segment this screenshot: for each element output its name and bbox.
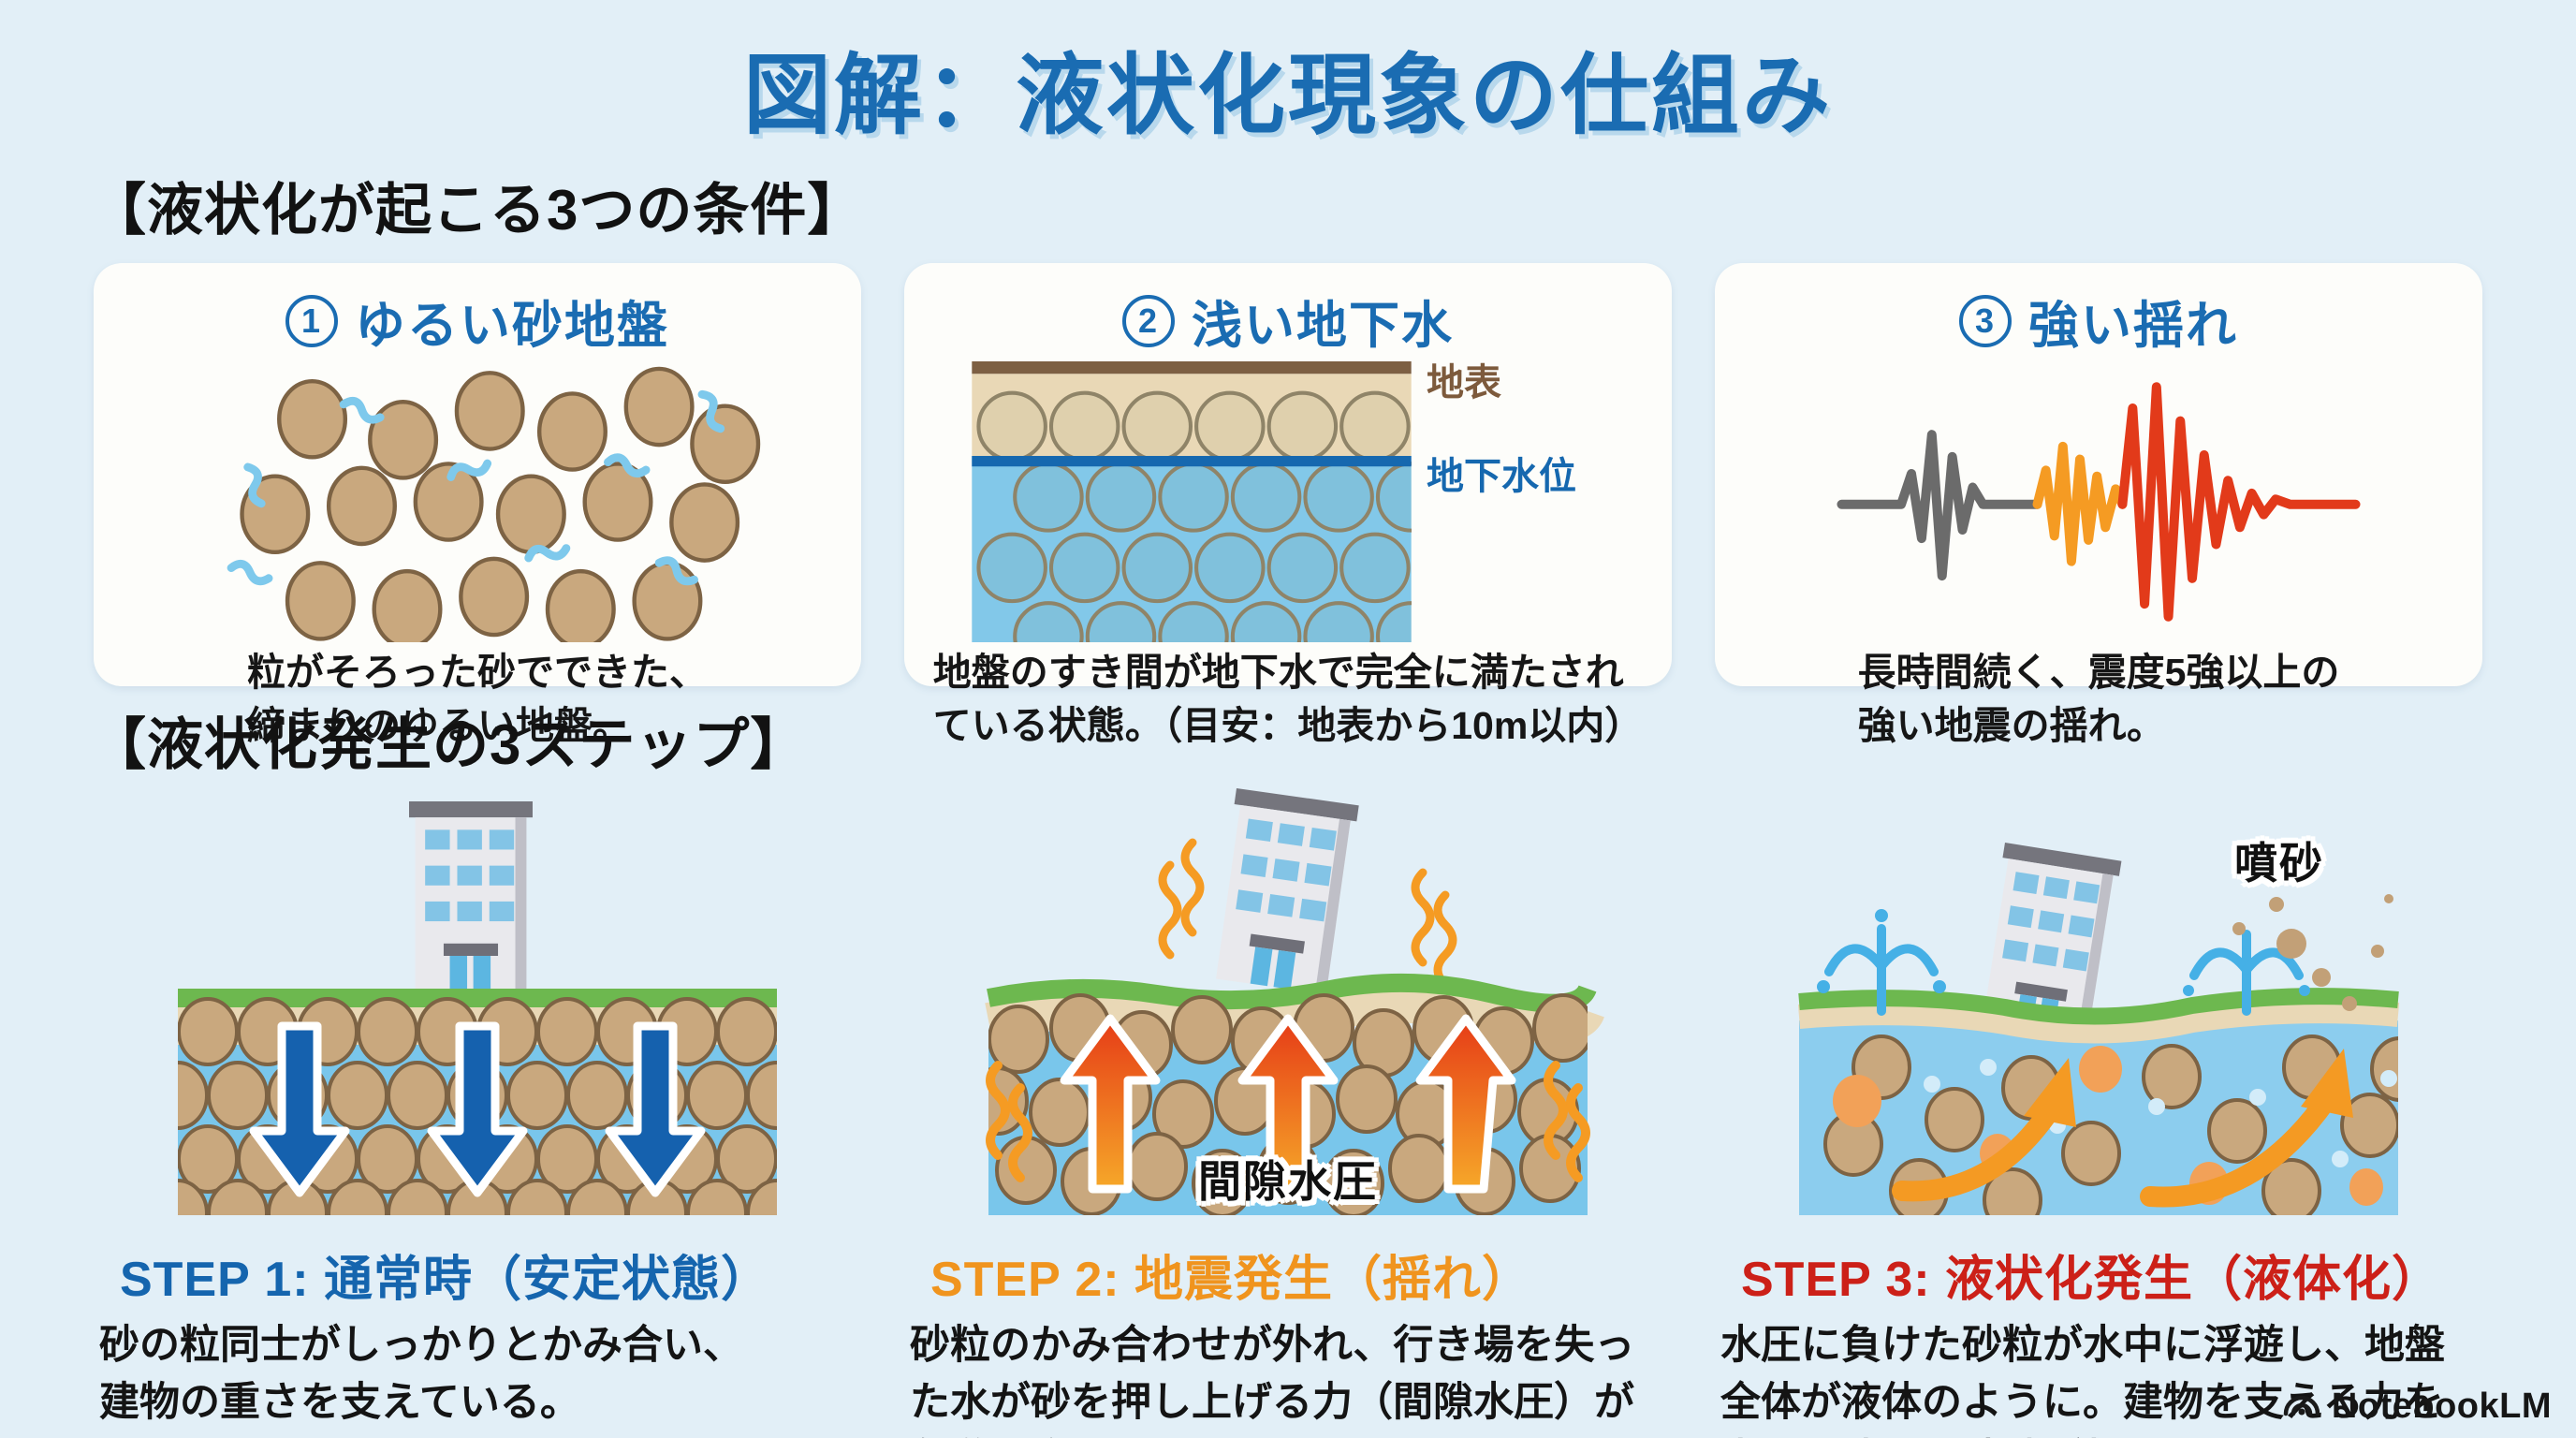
card-figure: 地表 地下水位 bbox=[932, 361, 1644, 642]
steps-row: STEP 1: 通常時（安定状態） 砂の粒同士がしっかりとかみ合い、 建物の重さ… bbox=[0, 781, 2576, 1438]
step-2-title: STEP 2: 地震発生（揺れ） bbox=[930, 1253, 1532, 1307]
tilted-building-icon bbox=[1209, 788, 1359, 995]
step-1-description: 砂の粒同士がしっかりとかみ合い、 建物の重さを支えている。 bbox=[99, 1323, 743, 1426]
steps-heading: 【液状化発生の3ステップ】 bbox=[90, 713, 808, 776]
conditions-cards-row: 1 ゆるい砂地盤 粒 bbox=[0, 246, 2576, 747]
card-heading: 2 浅い地下水 bbox=[1122, 284, 1454, 358]
step-1-title: STEP 1: 通常時（安定状態） bbox=[120, 1253, 771, 1307]
condition-card-shallow-groundwater: 2 浅い地下水 地表 地下水位 bbox=[904, 263, 1672, 747]
ejected-sand-icon bbox=[2232, 894, 2393, 1011]
pore-pressure-up-arrows-icon bbox=[1060, 1014, 1516, 1194]
conditions-heading: 【液状化が起こる3つの条件】 bbox=[90, 179, 865, 242]
groundwater-labels: 地表 地下水位 bbox=[1427, 361, 1604, 500]
swirl-arrow-heads-icon bbox=[2024, 1049, 2353, 1127]
card-number-badge: 2 bbox=[1122, 294, 1175, 347]
building-icon bbox=[409, 801, 533, 993]
card-number-badge: 3 bbox=[1959, 294, 2012, 347]
step-3-title: STEP 3: 液状化発生（液体化） bbox=[1741, 1253, 2442, 1307]
earthquake-shaking-illustration bbox=[985, 788, 1604, 1215]
card-description: 長時間続く、震度5強以上の 強い地震の揺れ。 bbox=[1857, 651, 2340, 747]
step-3-figure: 噴砂 bbox=[1771, 786, 2426, 1226]
weight-down-arrows-icon bbox=[249, 1021, 706, 1197]
water-table-label: 地下水位 bbox=[1427, 456, 1576, 497]
card-heading: 3 強い揺れ bbox=[1959, 284, 2238, 358]
page-title: 図解：液状化現象の仕組み bbox=[742, 46, 1833, 144]
groundwater-illustration bbox=[972, 361, 1412, 642]
pore-water-pressure-label: 間隙水圧 bbox=[1198, 1157, 1378, 1206]
condition-card-loose-sand: 1 ゆるい砂地盤 粒 bbox=[94, 263, 861, 747]
notebooklm-wordmark: NotebookLM bbox=[2331, 1386, 2552, 1426]
card-number-badge: 1 bbox=[285, 294, 338, 347]
notebooklm-brand: NotebookLM bbox=[2281, 1386, 2552, 1427]
surface-label: 地表 bbox=[1427, 362, 1501, 404]
liquefaction-illustration bbox=[1797, 843, 2400, 1215]
card-figure bbox=[122, 361, 833, 642]
card-figure bbox=[1743, 361, 2454, 642]
swirl-arrows-icon bbox=[1892, 1089, 2337, 1208]
card-description: 粒がそろった砂でできた、 締まりのゆるい地盤。 bbox=[247, 651, 708, 747]
notebooklm-icon bbox=[2283, 1395, 2320, 1416]
step-2-figure: 間隙水圧 bbox=[960, 786, 1616, 1226]
normal-state-illustration bbox=[178, 801, 777, 1215]
condition-card-strong-shaking: 3 強い揺れ 長時間続く、震度5強以上の 強い地震の揺れ。 bbox=[1715, 263, 2482, 747]
seismic-wave-illustration bbox=[1837, 382, 2361, 622]
step-1-figure bbox=[150, 786, 805, 1226]
step-1-column: STEP 1: 通常時（安定状態） 砂の粒同士がしっかりとかみ合い、 建物の重さ… bbox=[94, 786, 861, 1438]
step-3-description: 水圧に負けた砂粒が水中に浮遊し、地盤 全体が液体のように。建物を支える力を 失い… bbox=[1720, 1323, 2445, 1438]
card-title: 浅い地下水 bbox=[1192, 298, 1454, 354]
water-droplets-icon bbox=[1817, 909, 2310, 996]
card-description: 地盤のすき間が地下水で完全に満たされ ている状態。（目安：地表から10m以内） bbox=[932, 651, 1644, 747]
water-fountain-icon bbox=[1824, 924, 2304, 1016]
sand-boil-label: 噴砂 bbox=[2234, 839, 2324, 888]
card-title: 強い揺れ bbox=[2028, 298, 2238, 354]
card-heading: 1 ゆるい砂地盤 bbox=[285, 284, 669, 358]
step-3-column: 噴砂 STEP 3: 液状化発生（液体化） 水圧に負けた砂粒が水中に浮遊し、地盤… bbox=[1715, 786, 2482, 1438]
step-2-column: 間隙水圧 STEP 2: 地震発生（揺れ） 砂粒のかみ合わせが外れ、行き場を失っ… bbox=[904, 786, 1672, 1438]
water-table-line bbox=[972, 456, 1412, 467]
loose-sand-illustration bbox=[178, 366, 761, 642]
step-2-description: 砂粒のかみ合わせが外れ、行き場を失っ た水が砂を押し上げる力（間隙水圧）が 急激… bbox=[910, 1323, 1635, 1438]
card-title: ゆるい砂地盤 bbox=[355, 298, 669, 354]
